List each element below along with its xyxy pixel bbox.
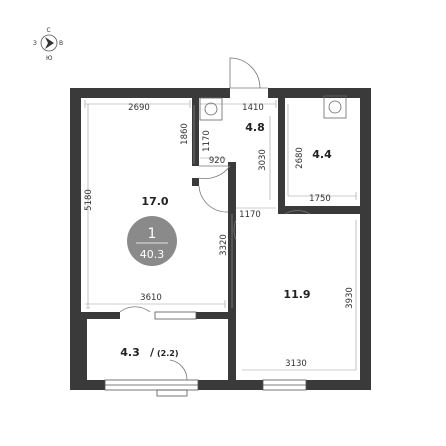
- windows: [104, 311, 307, 397]
- dimension-lines: [84, 100, 357, 371]
- dim-wardrobe-depth: 1860: [180, 123, 190, 145]
- wall-wc-bottom: [278, 206, 360, 214]
- compass-north: С: [47, 27, 51, 34]
- dim-hall-lower: 3320: [219, 234, 229, 256]
- wall-loggia-top-right: [196, 312, 236, 319]
- area-bathroom: 4.8: [245, 121, 265, 134]
- door-kitchen: [233, 219, 237, 241]
- wall-top-left: [70, 88, 230, 98]
- wall-bottom-right: [306, 380, 371, 390]
- door-entrance: [229, 57, 261, 89]
- dim-hall-width: 1170: [239, 210, 261, 220]
- area-kitchen: 11.9: [283, 288, 310, 301]
- apartment-badge: 1 40.3: [127, 216, 177, 266]
- compass-arrow-icon: [45, 37, 54, 49]
- wall-bottom-mid: [198, 380, 263, 390]
- area-wc: 4.4: [312, 148, 332, 161]
- dim-kitchen-depth: 3930: [345, 287, 355, 309]
- dim-wc-height: 2680: [295, 147, 305, 169]
- area-loggia-separator: /: [150, 346, 155, 359]
- dim-hall-height: 3030: [258, 149, 268, 171]
- wall-stub-2: [228, 162, 236, 212]
- dim-living-bottom: 3610: [140, 293, 162, 303]
- wall-stub-1: [192, 178, 199, 186]
- area-loggia: 4.3: [120, 346, 140, 359]
- wall-bath-wc: [278, 96, 285, 214]
- dim-living-depth: 5180: [84, 189, 94, 211]
- sink-wc-bowl: [328, 100, 342, 114]
- window-loggia-door: [154, 311, 197, 320]
- badge-area: 40.3: [140, 248, 165, 261]
- door-wardrobe: [198, 165, 231, 179]
- sink-wc-icon: [323, 95, 347, 119]
- compass-west: З: [33, 40, 37, 47]
- door-wc: [284, 210, 311, 215]
- dim-bath-width: 1410: [242, 103, 264, 113]
- sink-bath-icon: [199, 97, 223, 121]
- door-loggia: [169, 359, 188, 381]
- badge-circle: [127, 216, 177, 266]
- walls: [70, 88, 371, 390]
- area-loggia-reduced: (2.2): [157, 349, 178, 358]
- wall-loggia-left: [81, 319, 87, 380]
- badge-rooms: 1: [148, 226, 157, 242]
- wall-living-bath: [192, 96, 199, 166]
- compass-east: В: [59, 40, 63, 47]
- compass: С В Ю З: [33, 27, 63, 62]
- wall-top-right: [268, 88, 371, 98]
- door-living: [198, 185, 229, 213]
- wall-left: [70, 88, 81, 390]
- doors: [119, 57, 311, 381]
- dim-bath-niche: 1170: [202, 130, 212, 152]
- compass-south: Ю: [46, 55, 53, 62]
- sink-bath-bowl: [204, 102, 218, 116]
- fixtures: [199, 95, 347, 121]
- wall-right: [360, 88, 371, 390]
- loggia-sill: [156, 389, 188, 397]
- door-balcony: [119, 306, 151, 313]
- dim-wardrobe-width: 920: [209, 156, 225, 166]
- dim-kitchen-width: 3130: [285, 359, 307, 369]
- wall-bottom-left: [70, 380, 105, 390]
- wall-loggia-top-left: [70, 312, 120, 319]
- dim-wc-width: 1750: [309, 194, 331, 204]
- dim-living-width: 2690: [128, 103, 150, 113]
- area-living: 17.0: [141, 195, 168, 208]
